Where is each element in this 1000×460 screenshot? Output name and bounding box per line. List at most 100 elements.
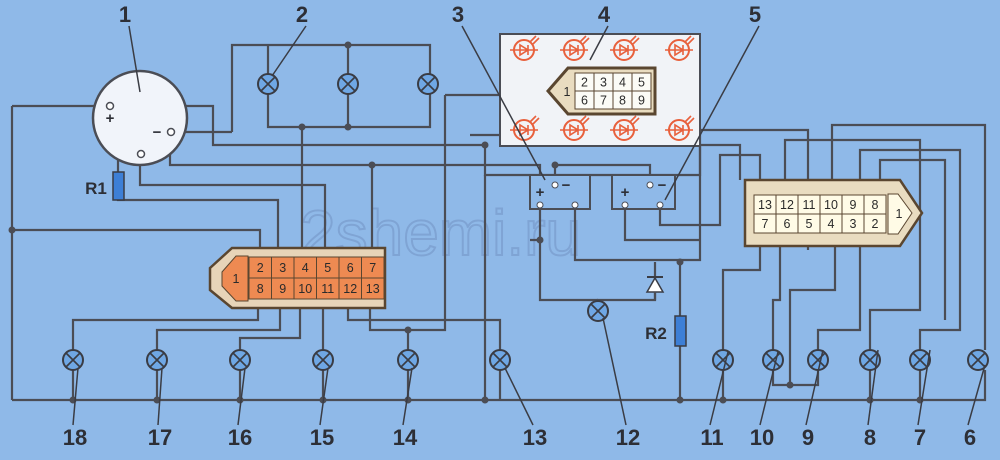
right-pin: 5 <box>806 217 813 231</box>
right-pin: 3 <box>850 217 857 231</box>
plus-sign: + <box>106 110 115 127</box>
callout-18: 18 <box>63 425 87 450</box>
resistor-r1 <box>112 171 125 201</box>
callout-leader <box>967 364 986 426</box>
relay5-plus: + <box>621 184 630 201</box>
right-pin: 13 <box>758 198 772 212</box>
callout-leader <box>72 367 79 426</box>
resistor-r2 <box>674 315 687 347</box>
callout-leader <box>461 25 546 181</box>
callout-16: 16 <box>228 425 252 450</box>
callout-leader <box>128 25 141 93</box>
right-pin: 11 <box>803 198 816 212</box>
left-pin: 12 <box>343 282 357 296</box>
callout-leader <box>237 367 246 426</box>
callout-leader <box>504 367 534 426</box>
left-pin: 5 <box>324 261 331 275</box>
board-pin: 2 <box>581 76 588 90</box>
board-pin: 3 <box>600 76 607 90</box>
lamp-icon <box>489 349 511 371</box>
callout-leader <box>589 25 609 61</box>
right-pin: 2 <box>872 217 879 231</box>
callout-leader <box>664 25 760 201</box>
lamp-icon <box>762 349 784 371</box>
left-pin: 13 <box>366 282 380 296</box>
left-pin-cell <box>361 277 385 300</box>
relay3-minus: − <box>562 177 571 194</box>
relay-5: + − <box>611 174 676 210</box>
lamp-icon <box>967 349 989 371</box>
lamp-icon <box>257 73 279 95</box>
callout-4: 4 <box>598 2 611 27</box>
r1-label: R1 <box>85 179 107 198</box>
led-icon <box>610 115 640 141</box>
minus-sign: − <box>153 124 162 141</box>
right-pin: 12 <box>780 198 794 212</box>
lamp-icon <box>859 349 881 371</box>
led-icon <box>665 115 695 141</box>
callout-11: 11 <box>700 425 723 450</box>
led-icon <box>510 35 540 61</box>
right-pin-1: 1 <box>896 207 903 221</box>
callout-7: 7 <box>914 425 926 450</box>
left-pin: 7 <box>369 261 376 275</box>
callout-6: 6 <box>964 425 976 450</box>
callout-leader <box>709 351 729 426</box>
lamp-icon <box>62 349 84 371</box>
left-pin: 6 <box>347 261 354 275</box>
relay5-minus: − <box>658 177 667 194</box>
board-pin: 6 <box>581 94 588 108</box>
callout-leader <box>602 317 627 426</box>
board-pin: 9 <box>638 94 645 108</box>
right-pin: 6 <box>784 217 791 231</box>
left-pin: 8 <box>257 282 264 296</box>
lamp-icon <box>712 349 734 371</box>
lamp-icon <box>587 300 609 322</box>
gauge-1: + − <box>91 69 189 167</box>
right-pin: 4 <box>828 217 835 231</box>
left-pin: 2 <box>257 261 264 275</box>
left-pin: 11 <box>321 282 334 296</box>
callout-2: 2 <box>296 2 308 27</box>
led-icon <box>560 35 590 61</box>
diode-icon <box>645 276 665 300</box>
lamps <box>62 73 989 371</box>
left-pin: 3 <box>279 261 286 275</box>
relay3-plus: + <box>536 184 545 201</box>
callout-leader <box>805 349 824 426</box>
left-pin-1: 1 <box>233 272 240 286</box>
lamp-icon <box>337 73 359 95</box>
lamp-icon <box>417 73 439 95</box>
lamp-icon <box>397 349 419 371</box>
callout-leader <box>867 349 879 426</box>
callout-1: 1 <box>119 2 131 27</box>
junction-dots <box>8 41 924 404</box>
callout-leader <box>759 351 779 426</box>
led-icon <box>610 35 640 61</box>
board-pin: 4 <box>619 76 626 90</box>
board-pin: 7 <box>600 94 607 108</box>
lamp-icon <box>146 349 168 371</box>
right-pin-cell <box>863 213 887 234</box>
callout-13: 13 <box>523 425 547 450</box>
right-pin: 8 <box>872 198 879 212</box>
left-pin: 4 <box>302 261 309 275</box>
right-pin: 10 <box>824 198 838 212</box>
callout-10: 10 <box>750 425 774 450</box>
callout-leader <box>271 25 307 77</box>
board-pin: 5 <box>638 76 645 90</box>
led-icon <box>665 35 695 61</box>
board-pin-cell <box>631 90 652 110</box>
lamp-icon <box>312 349 334 371</box>
callout-9: 9 <box>802 425 814 450</box>
lamp-icon <box>909 349 931 371</box>
callout-leader <box>157 367 163 426</box>
relay-3: + − <box>529 174 591 210</box>
callout-14: 14 <box>393 425 418 450</box>
